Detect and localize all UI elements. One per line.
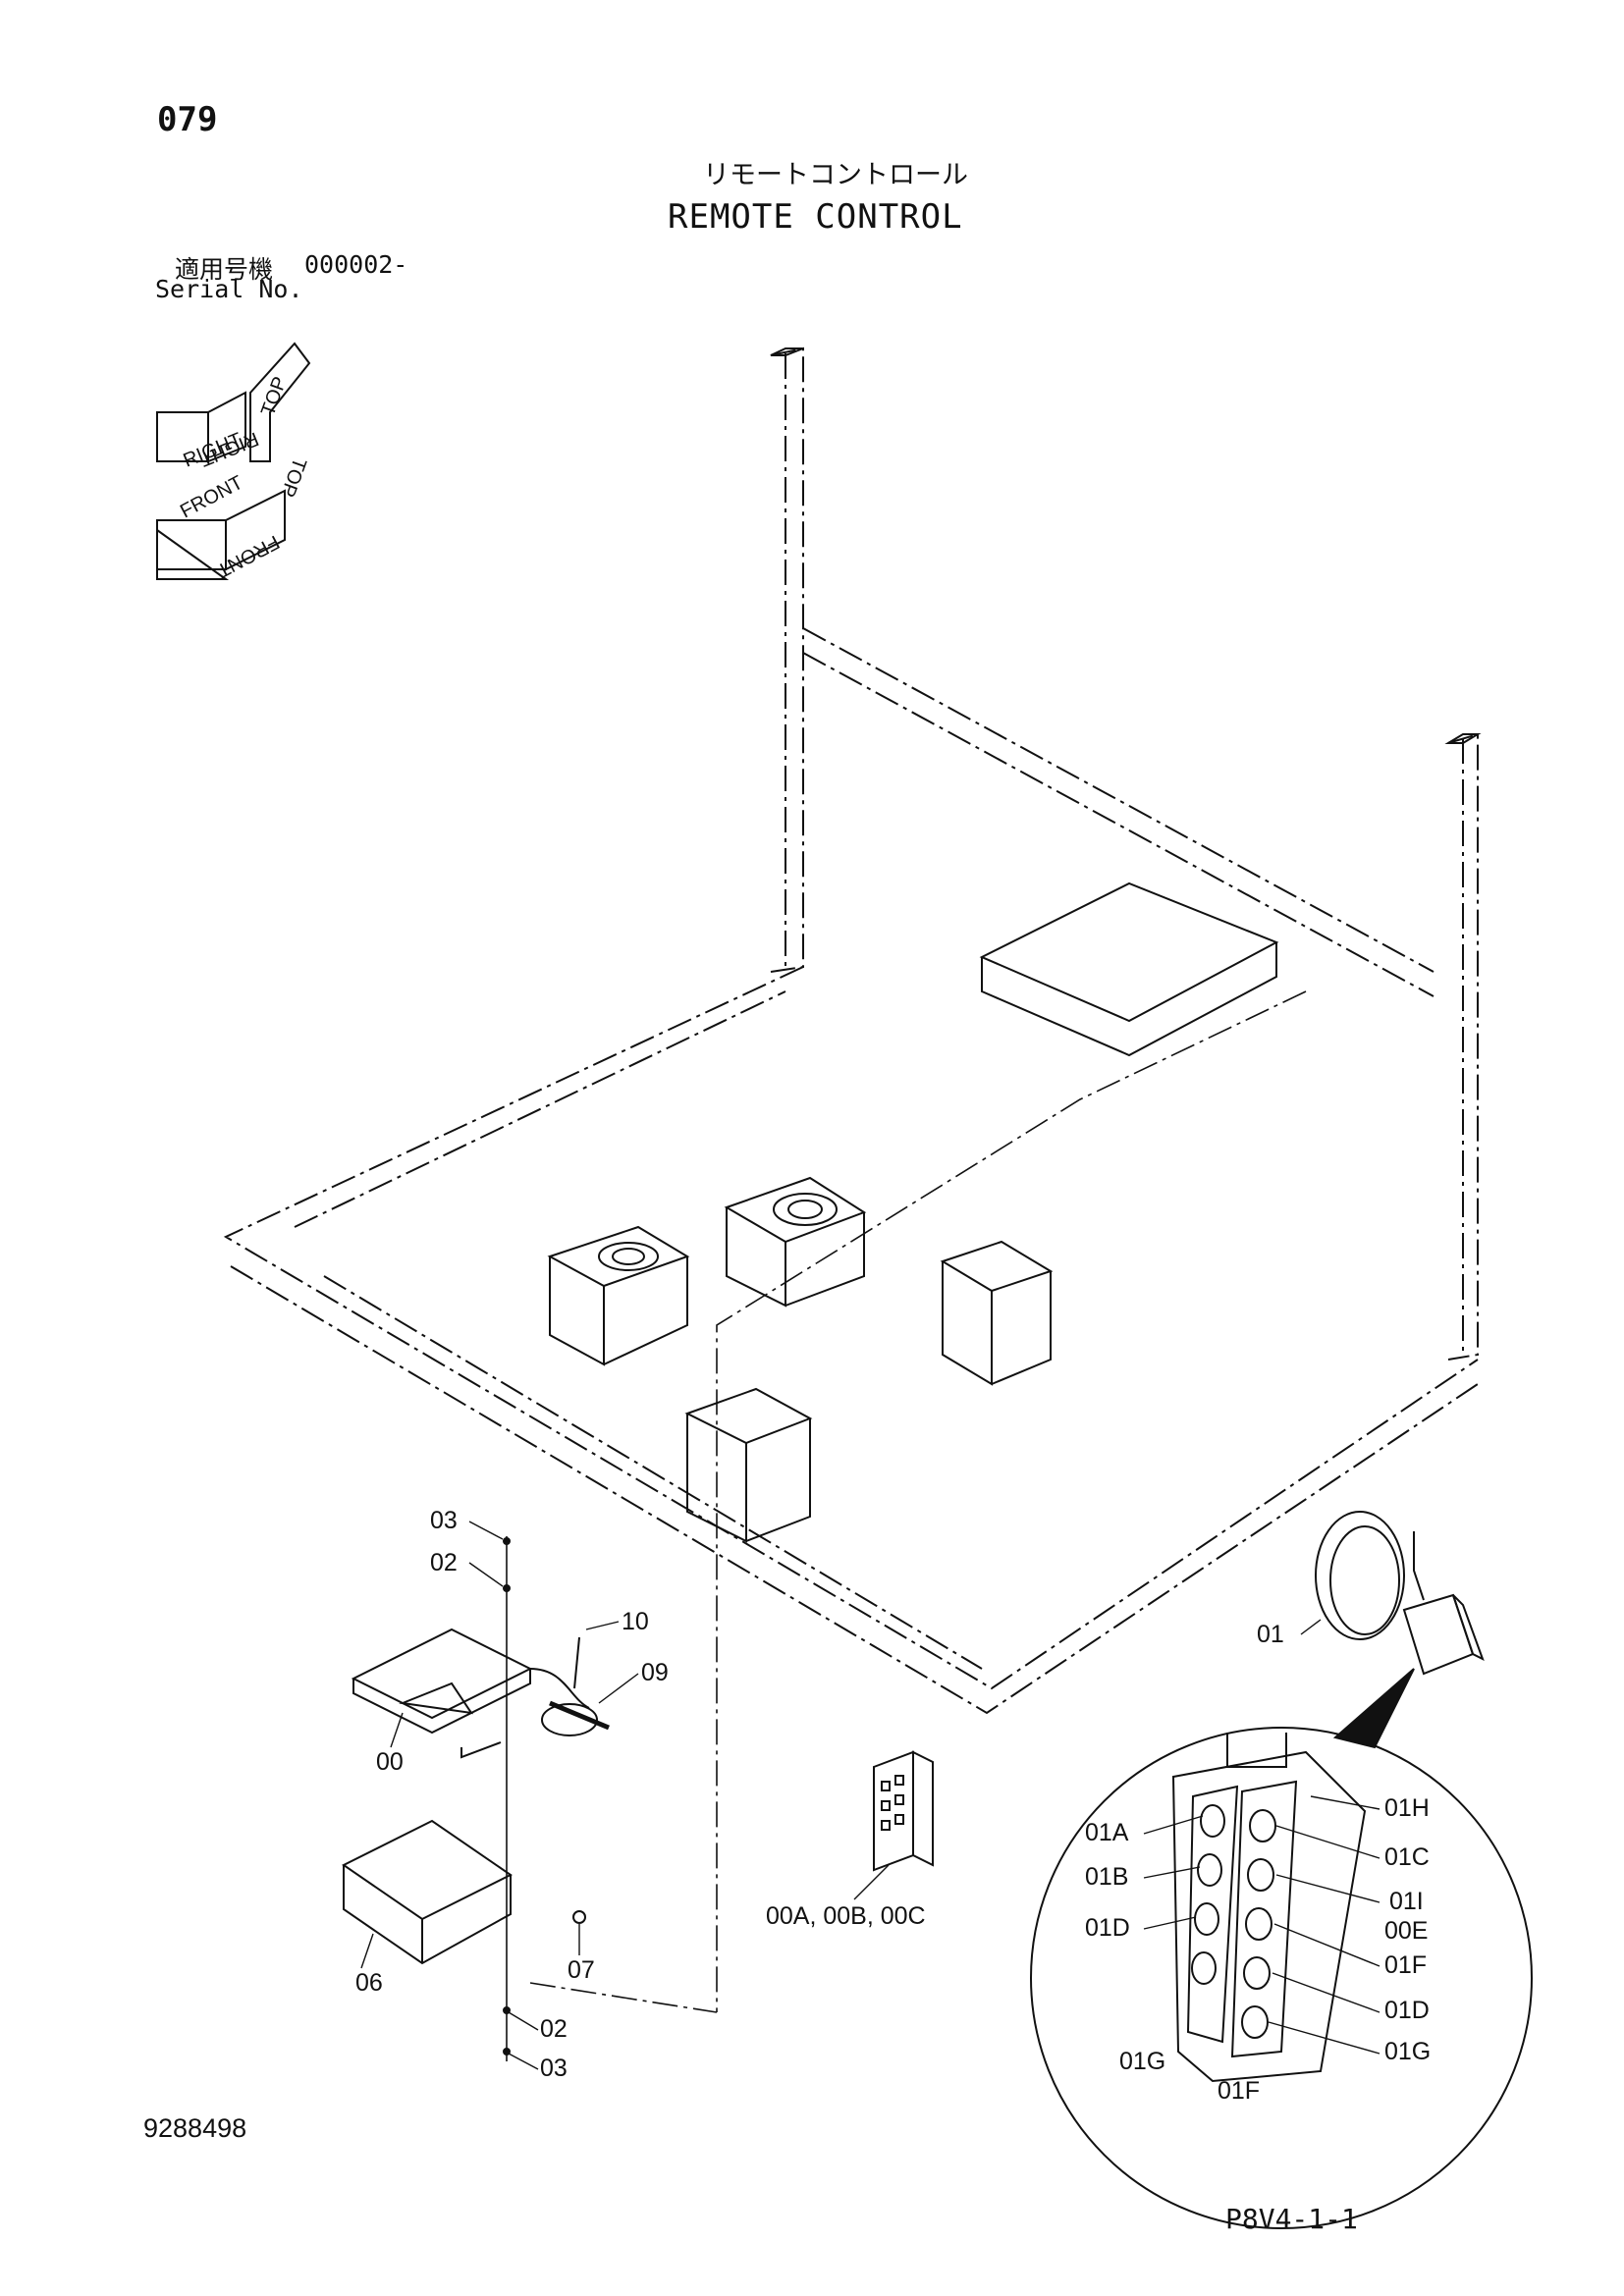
washer-top-03 [503, 1537, 511, 1545]
mounting-bracket [342, 1819, 513, 1965]
callout-01g-right: 01G [1384, 2038, 1431, 2065]
right-pillar-cap [1444, 733, 1482, 744]
washer-bottom-02 [503, 2006, 511, 2014]
title-japanese: リモートコントロール [703, 160, 968, 190]
detail-view [1030, 1668, 1533, 2229]
callout-01b: 01B [1085, 1863, 1128, 1891]
callout-01d-right: 01D [1384, 1997, 1430, 2024]
pedal-assembly [351, 1628, 610, 1759]
callout-01d-left: 01D [1085, 1914, 1130, 1942]
callout-02-bottom: 02 [540, 2015, 568, 2043]
callout-03-top: 03 [430, 1507, 458, 1534]
bolt-07 [572, 1910, 586, 1924]
callout-01h: 01H [1384, 1794, 1430, 1822]
callout-00e: 00E [1384, 1917, 1428, 1945]
document-number: 9288498 [143, 2113, 247, 2143]
callout-01g-left: 01G [1119, 2048, 1165, 2075]
leader-lines [529, 990, 1307, 2013]
washer-top-02 [503, 1584, 511, 1592]
callout-00: 00 [376, 1748, 404, 1776]
page-title: REMOTE CONTROL [668, 197, 963, 237]
remote-controller [1315, 1511, 1485, 1676]
orientation-indicator: TOP RIGHT FRONT TOP RIGHT FRONT [156, 342, 311, 582]
washer-bottom-03 [503, 2048, 511, 2056]
orientation-label-top-mirror: TOP [276, 454, 310, 500]
callout-10: 10 [622, 1608, 649, 1635]
callout-07: 07 [568, 1956, 595, 1984]
callout-09: 09 [641, 1659, 669, 1686]
callout-00a-00b-00c: 00A, 00B, 00C [766, 1902, 926, 1930]
serial-range: 000002- [304, 250, 408, 279]
button-icons [1191, 1804, 1276, 2039]
page-code: P8V4-1-1 [1225, 2203, 1358, 2235]
switch-part [873, 1750, 934, 1872]
part-callouts: 03 02 10 09 00 06 07 02 03 00A, 00B, 00C… [355, 1507, 1431, 2105]
callout-01f-right: 01F [1384, 1951, 1427, 1979]
serial-label-japanese: 適用号機 [175, 255, 274, 284]
callout-01i: 01I [1389, 1888, 1424, 1915]
cab-frame [223, 347, 1479, 1715]
callout-06: 06 [355, 1969, 383, 1997]
callout-01f-bottom: 01F [1218, 2077, 1260, 2105]
callout-leaders [360, 1521, 1380, 2070]
left-pillar-cap [770, 347, 804, 356]
control-console [547, 881, 1279, 1543]
page-number: 079 [157, 100, 218, 139]
callout-01c: 01C [1384, 1843, 1430, 1871]
callout-01: 01 [1257, 1621, 1284, 1648]
callout-02-top: 02 [430, 1549, 458, 1576]
callout-01a: 01A [1085, 1819, 1129, 1846]
callout-03-bottom: 03 [540, 2055, 568, 2082]
orientation-label-front-mirror: FRONT [213, 531, 283, 582]
serial-label-english: Serial No. [155, 275, 303, 303]
